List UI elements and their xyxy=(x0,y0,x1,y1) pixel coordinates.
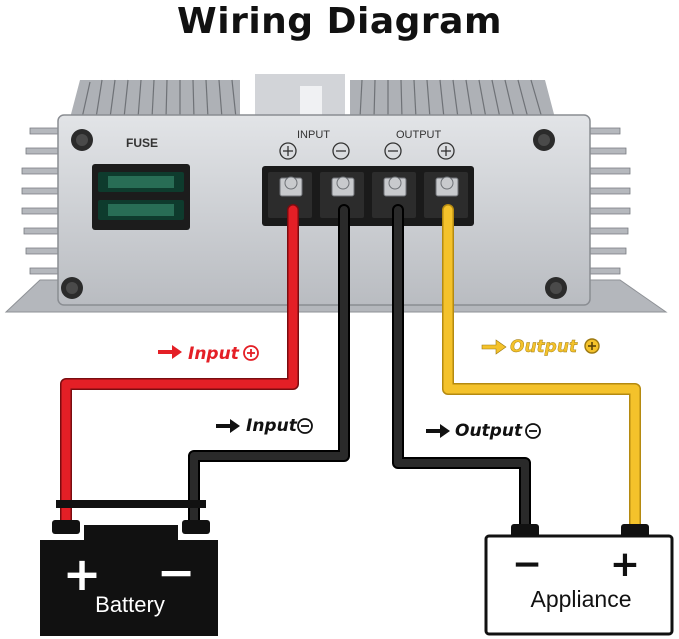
battery-label: Battery xyxy=(95,592,165,617)
label-output-negative: Output xyxy=(426,421,541,441)
wires xyxy=(60,204,641,536)
appliance: − + Appliance xyxy=(484,524,674,636)
housing-screws xyxy=(61,129,567,299)
diagram-title: Wiring Diagram xyxy=(177,1,502,42)
battery: + − Battery xyxy=(40,500,218,636)
label-output-positive: Output xyxy=(481,337,600,357)
arrow-right-icon xyxy=(158,345,182,359)
label-input-negative: Input xyxy=(216,416,313,436)
output-negative-text: Output xyxy=(455,421,523,441)
terminal-block xyxy=(262,166,474,226)
battery-plus-sign: + xyxy=(63,547,102,601)
input-label: INPUT xyxy=(297,129,330,141)
battery-minus-sign: − xyxy=(157,545,196,599)
heatsink-fins xyxy=(21,74,631,275)
appliance-minus-sign: − xyxy=(512,544,542,585)
fuse-holder xyxy=(92,164,190,230)
appliance-plus-sign: + xyxy=(610,544,640,585)
appliance-label: Appliance xyxy=(530,586,631,612)
output-positive-text: Output xyxy=(510,337,578,357)
input-negative-text: Input xyxy=(246,416,298,436)
terminal-polarity-symbols xyxy=(279,142,455,160)
input-positive-text: Input xyxy=(188,344,240,364)
arrow-right-icon xyxy=(426,424,450,438)
arrow-right-icon xyxy=(481,339,507,355)
output-label: OUTPUT xyxy=(396,129,442,141)
fuse-label: FUSE xyxy=(126,136,158,150)
arrow-right-icon xyxy=(216,419,240,433)
label-input-positive: Input xyxy=(158,344,259,364)
